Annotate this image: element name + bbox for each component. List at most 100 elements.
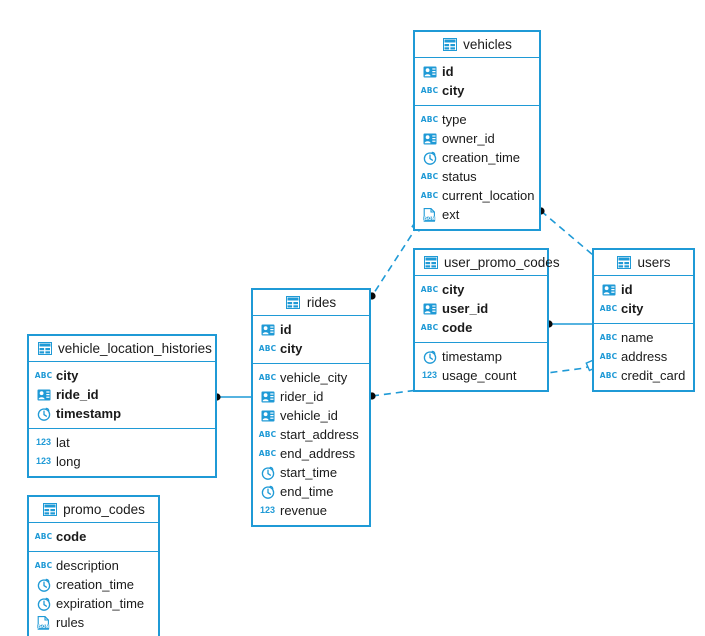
field-label: city [442,282,465,297]
abc-glyph: ABC [34,531,53,541]
abc-icon: ABC [421,83,438,98]
123-icon: 123 [260,503,275,518]
123-icon: 123 [422,368,437,383]
123-icon: 123 [36,435,51,450]
field-start_time[interactable]: start_time [253,463,369,482]
json-file-icon: JSON [36,615,51,630]
abc-glyph: ABC [420,322,439,332]
field-label: rules [56,615,85,630]
field-label: user_id [442,301,489,316]
primary-key-field-timestamp[interactable]: timestamp [29,404,215,423]
field-rules[interactable]: JSON rules [29,613,158,632]
field-label: timestamp [442,349,502,364]
abc-icon: ABC [600,368,617,383]
field-label: city [56,368,79,383]
id-card-icon [36,387,51,402]
number-glyph: 123 [421,370,438,380]
entity-header-users[interactable]: users [594,250,693,276]
entity-header-user_promo_codes[interactable]: user_promo_codes [415,250,560,276]
primary-key-field-id[interactable]: id [253,320,369,339]
id-card-icon [260,322,275,337]
field-creation_time[interactable]: creation_time [415,148,539,167]
field-label: long [56,454,81,469]
abc-icon: ABC [600,330,617,345]
primary-key-field-ride_id[interactable]: ride_id [29,385,215,404]
abc-glyph: ABC [258,372,277,382]
entity-title: users [637,254,671,270]
field-label: city [442,83,465,98]
primary-key-field-city[interactable]: ABC city [415,81,539,100]
entity-title: promo_codes [63,501,145,517]
field-label: code [56,529,87,544]
field-owner_id[interactable]: owner_id [415,129,539,148]
field-label: end_address [280,446,356,461]
abc-icon: ABC [35,368,52,383]
field-label: creation_time [56,577,135,592]
field-rider_id[interactable]: rider_id [253,387,369,406]
abc-glyph: ABC [420,190,439,200]
entity-header-rides[interactable]: rides [253,290,369,316]
entity-header-vehicles[interactable]: vehicles [415,32,539,58]
field-vehicle_id[interactable]: vehicle_id [253,406,369,425]
number-glyph: 123 [259,505,276,515]
abc-glyph: ABC [258,343,277,353]
abc-glyph: ABC [420,284,439,294]
field-timestamp[interactable]: timestamp [415,347,547,366]
field-label: credit_card [621,368,686,383]
number-glyph: 123 [35,437,52,447]
table-icon [37,341,52,356]
field-end_address[interactable]: ABC end_address [253,444,369,463]
primary-key-field-city[interactable]: ABC city [29,366,215,385]
entity-header-vehicle_location_histories[interactable]: vehicle_location_histories [29,336,215,362]
primary-key-field-id[interactable]: id [594,280,693,299]
primary-key-field-id[interactable]: id [415,62,539,81]
abc-glyph: ABC [34,560,53,570]
field-label: ride_id [56,387,99,402]
field-label: type [442,112,467,127]
entity-header-promo_codes[interactable]: promo_codes [29,497,158,523]
field-creation_time[interactable]: creation_time [29,575,158,594]
clock-icon [260,465,275,480]
primary-key-field-user_id[interactable]: user_id [415,299,547,318]
svg-text:JSON: JSON [37,624,49,629]
field-label: city [621,301,644,316]
relationship-line-vehicles-to-rides[interactable] [371,224,419,297]
svg-text:JSON: JSON [423,216,435,221]
table-icon [42,502,57,517]
abc-icon: ABC [258,341,277,356]
abc-icon: ABC [259,446,276,461]
field-end_time[interactable]: end_time [253,482,369,501]
abc-icon: ABC [420,320,439,335]
field-expiration_time[interactable]: expiration_time [29,594,158,613]
field-credit_card[interactable]: ABC credit_card [594,366,693,385]
